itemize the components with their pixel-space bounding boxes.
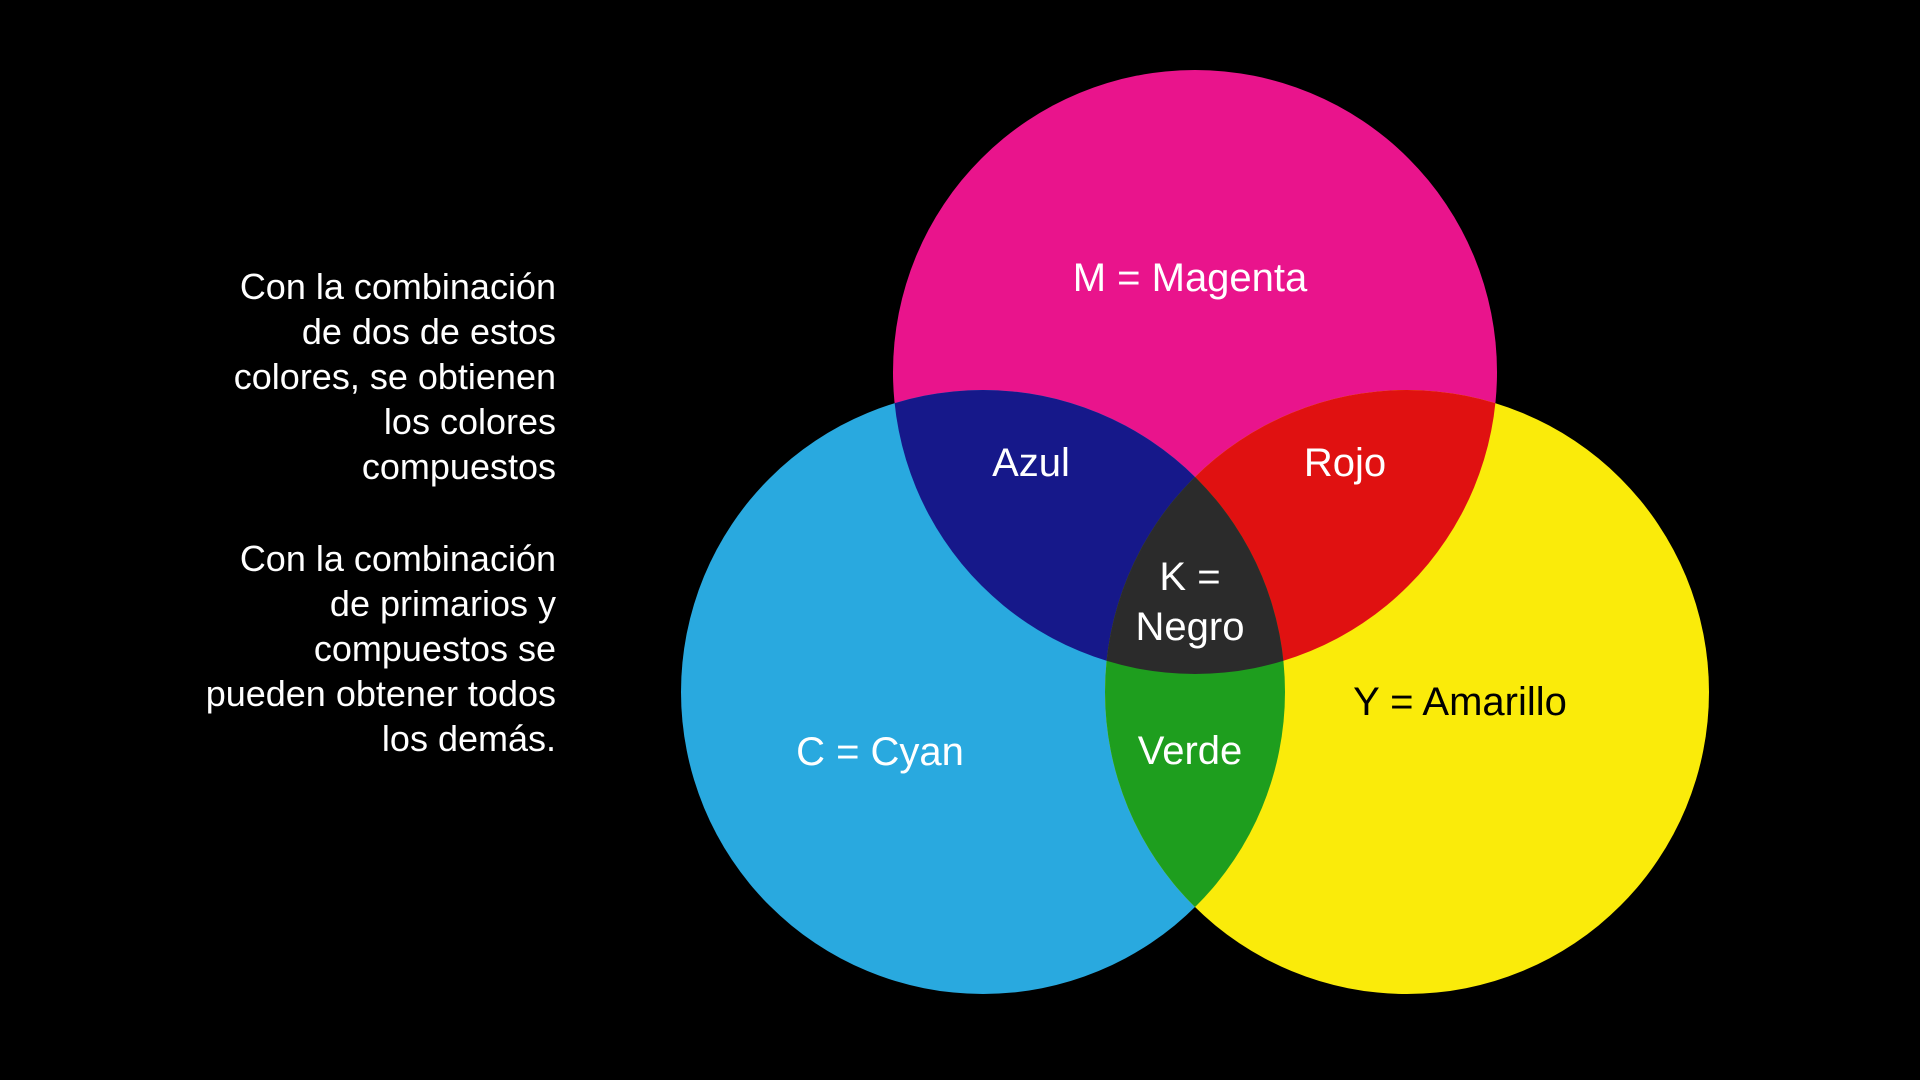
text-line: los colores bbox=[383, 401, 556, 442]
label-verde: Verde bbox=[1137, 729, 1243, 773]
description-text: Con la combinación de dos de estos color… bbox=[96, 264, 556, 761]
label-magenta: M = Magenta bbox=[1072, 256, 1308, 300]
overlap-azul-region bbox=[893, 390, 1285, 674]
label-rojo: Rojo bbox=[1303, 441, 1387, 485]
label-k-line2: Negro bbox=[1135, 605, 1245, 649]
paragraph-primarios: Con la combinación de primarios y compue… bbox=[96, 536, 556, 761]
text-line: pueden obtener todos bbox=[205, 673, 556, 714]
text-line: colores, se obtienen bbox=[233, 356, 556, 397]
text-line: de dos de estos bbox=[301, 311, 556, 352]
text-line: compuestos bbox=[361, 446, 556, 487]
label-azul: Azul bbox=[992, 441, 1070, 485]
label-k-negro: K = Negro bbox=[1136, 552, 1245, 652]
text-line: de primarios y bbox=[329, 583, 556, 624]
text-line: los demás. bbox=[381, 718, 556, 759]
label-cyan: C = Cyan bbox=[796, 730, 964, 774]
overlap-rojo-region bbox=[1105, 390, 1497, 674]
paragraph-compuestos: Con la combinación de dos de estos color… bbox=[96, 264, 556, 489]
label-amarillo: Y = Amarillo bbox=[1353, 680, 1567, 724]
text-line: compuestos se bbox=[313, 628, 556, 669]
label-k-line1: K = bbox=[1159, 555, 1221, 599]
text-line: Con la combinación bbox=[239, 266, 556, 307]
text-line: Con la combinación bbox=[239, 538, 556, 579]
